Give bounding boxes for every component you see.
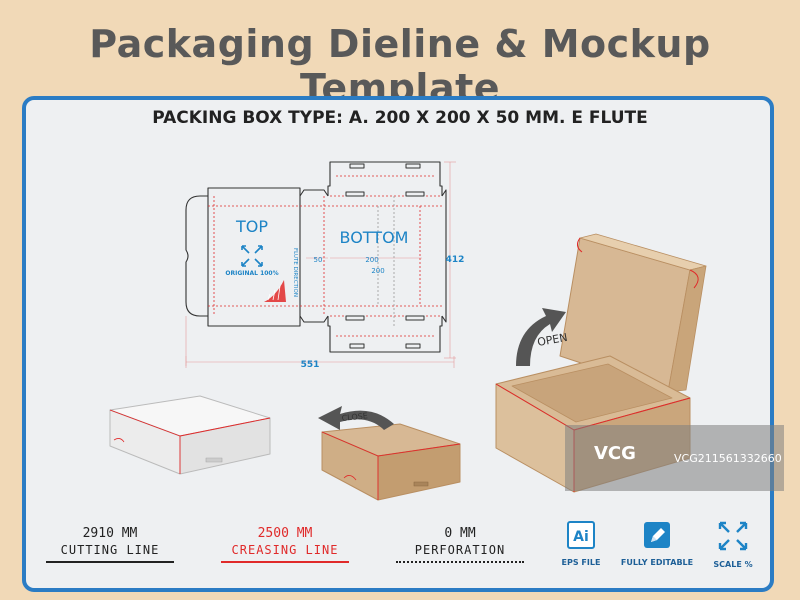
scale-label: SCALE % — [713, 560, 753, 569]
dim-side: 50 — [314, 256, 323, 264]
cutting-line-sample — [46, 561, 174, 563]
perforation-length: 0 MM — [444, 526, 476, 541]
creasing-line-label: CREASING LINE — [231, 543, 339, 557]
watermark-logo: VCG — [594, 443, 636, 464]
page-title: Packaging Dieline & Mockup Template — [89, 22, 711, 110]
perforation-sample — [396, 561, 524, 563]
feature-eps-file: Ai EPS FILE — [536, 520, 626, 567]
eps-file-label: EPS FILE — [561, 558, 601, 567]
creasing-line-sample — [221, 561, 349, 563]
watermark-id: VCG211561332660 — [674, 452, 782, 465]
dieline-diagram — [185, 161, 456, 368]
watermark-band — [565, 425, 784, 491]
creasing-line-length: 2500 MM — [257, 526, 313, 541]
close-arrow-icon — [318, 406, 394, 430]
cutting-line-label: CUTTING LINE — [60, 543, 160, 557]
dim-bottom-width: 200 — [365, 256, 378, 264]
svg-text:Ai: Ai — [573, 529, 589, 545]
feature-scale: SCALE % — [688, 520, 778, 569]
adobe-illustrator-icon: Ai — [567, 521, 595, 549]
close-label: CLOSE — [341, 411, 368, 423]
flute-direction-icon — [264, 280, 286, 302]
white-box-mockup — [109, 395, 271, 475]
legend-cutting-line: 2910 MM CUTTING LINE — [40, 526, 180, 563]
open-arrow-icon — [516, 308, 566, 366]
kraft-box-mockup — [321, 423, 461, 501]
original-scale-label: ORIGINAL 100% — [225, 270, 278, 277]
scale-arrows-mark-icon — [241, 245, 263, 267]
dim-bottom-depth: 200 — [371, 267, 384, 275]
perforation-label: PERFORATION — [414, 543, 506, 557]
box-type-subtitle: PACKING BOX TYPE: A. 200 X 200 X 50 MM. … — [152, 108, 648, 128]
dim-height-total: 412 — [446, 255, 465, 265]
open-label: OPEN — [536, 331, 568, 349]
bottom-panel-label: BOTTOM — [340, 228, 409, 247]
cutting-line-length: 2910 MM — [82, 526, 138, 541]
feature-fully-editable: FULLY EDITABLE — [612, 520, 702, 567]
scale-arrows-icon — [718, 521, 748, 551]
top-panel-label: TOP — [235, 217, 268, 236]
flute-direction-label: FLUTE DIRECTION — [292, 248, 298, 297]
legend-creasing-line: 2500 MM CREASING LINE — [215, 526, 355, 563]
legend-perforation: 0 MM PERFORATION — [390, 526, 530, 563]
pen-edit-icon — [644, 522, 670, 548]
dim-width-total: 551 — [301, 360, 320, 370]
fully-editable-label: FULLY EDITABLE — [620, 558, 694, 567]
